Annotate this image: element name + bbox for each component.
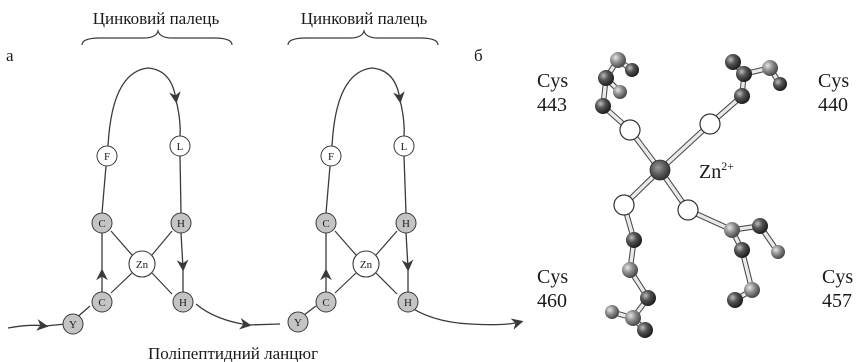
atom [598, 70, 614, 86]
residue-L [393, 135, 415, 157]
residue-H-lower [172, 291, 194, 313]
finger-brace-2 [287, 28, 439, 46]
svg-text:L: L [401, 141, 408, 153]
zinc-finger-2: Y C C F L H H Zn [287, 67, 419, 333]
residue-F [96, 145, 118, 167]
residue-H-upper [395, 212, 417, 234]
atom [734, 242, 750, 258]
svg-text:Y: Y [69, 319, 77, 331]
svg-text:Zn: Zn [360, 259, 373, 271]
bond-zn-s440 [661, 125, 712, 173]
zinc-finger-1: Y C C F L H H Zn [62, 67, 194, 335]
residue-H-upper [170, 212, 192, 234]
residue-C-upper [315, 212, 337, 234]
atom [724, 222, 740, 238]
panel-b-letter: б [474, 46, 483, 65]
zinc-finger-label-1: Цинковий палець [93, 9, 220, 28]
atom [605, 305, 619, 319]
chain-start-arrow [7, 319, 49, 331]
svg-text:H: H [404, 297, 412, 309]
atom [637, 322, 653, 338]
sulfur-atom [699, 113, 721, 135]
atom [736, 66, 752, 82]
polypeptide-chain-label: Поліпептидний ланцюг [148, 344, 318, 362]
svg-text:F: F [104, 151, 110, 163]
atom [771, 245, 785, 259]
panel-a: а Цинковий палець Цинковий палець Поліпе… [6, 9, 524, 362]
chain-segment [44, 323, 67, 327]
finger1-down-arrow [176, 232, 189, 272]
residue-F [320, 145, 342, 167]
residue-Y [287, 311, 309, 333]
svg-text:H: H [179, 297, 187, 309]
residue-L [169, 135, 191, 157]
chain-segment-2 [247, 323, 281, 326]
atom [762, 60, 778, 76]
finger2-down-arrow [401, 232, 414, 272]
atom [727, 292, 743, 308]
atom [625, 63, 639, 77]
atom [622, 262, 638, 278]
residue-C-lower [315, 291, 337, 313]
bond-core-zn-s440 [659, 123, 711, 171]
sulfur-atom [619, 119, 641, 141]
residue-C-upper [91, 212, 113, 234]
svg-text:L: L [177, 141, 184, 153]
residue-Y [62, 313, 84, 335]
zinc-ion [128, 250, 156, 278]
zinc-ion [352, 250, 380, 278]
svg-text:C: C [322, 218, 329, 230]
atom [610, 52, 626, 68]
atom [773, 77, 787, 91]
atom [725, 54, 741, 70]
atom [744, 282, 760, 298]
atom [752, 218, 768, 234]
residue-H-lower [397, 291, 419, 313]
atom [640, 290, 656, 306]
bond-zn-s440 [658, 121, 709, 169]
atom [734, 88, 750, 104]
zinc-finger-label-2: Цинковий палець [301, 9, 428, 28]
finger1-top-arrow [107, 67, 181, 147]
svg-text:F: F [328, 151, 334, 163]
atom [626, 232, 642, 248]
atom [625, 310, 641, 326]
svg-text:Y: Y [294, 317, 302, 329]
atom [613, 85, 627, 99]
finger-brace-1 [81, 28, 233, 46]
chain-link-arrow [195, 303, 252, 330]
svg-text:C: C [322, 297, 329, 309]
svg-text:H: H [177, 218, 185, 230]
residue-C-lower [91, 291, 113, 313]
svg-text:Zn: Zn [136, 259, 149, 271]
zinc-ion-label: Zn2+ [699, 159, 734, 183]
chain-end-arrow [405, 303, 524, 330]
atom [595, 98, 611, 114]
molecule-atoms [595, 52, 787, 338]
svg-text:C: C [98, 218, 105, 230]
zinc-atom [649, 159, 671, 181]
svg-text:H: H [402, 218, 410, 230]
svg-text:C: C [98, 297, 105, 309]
finger2-top-arrow [331, 67, 405, 147]
sulfur-atom [677, 199, 699, 221]
sulfur-atom [613, 194, 635, 216]
panel-a-letter: а [6, 46, 14, 65]
